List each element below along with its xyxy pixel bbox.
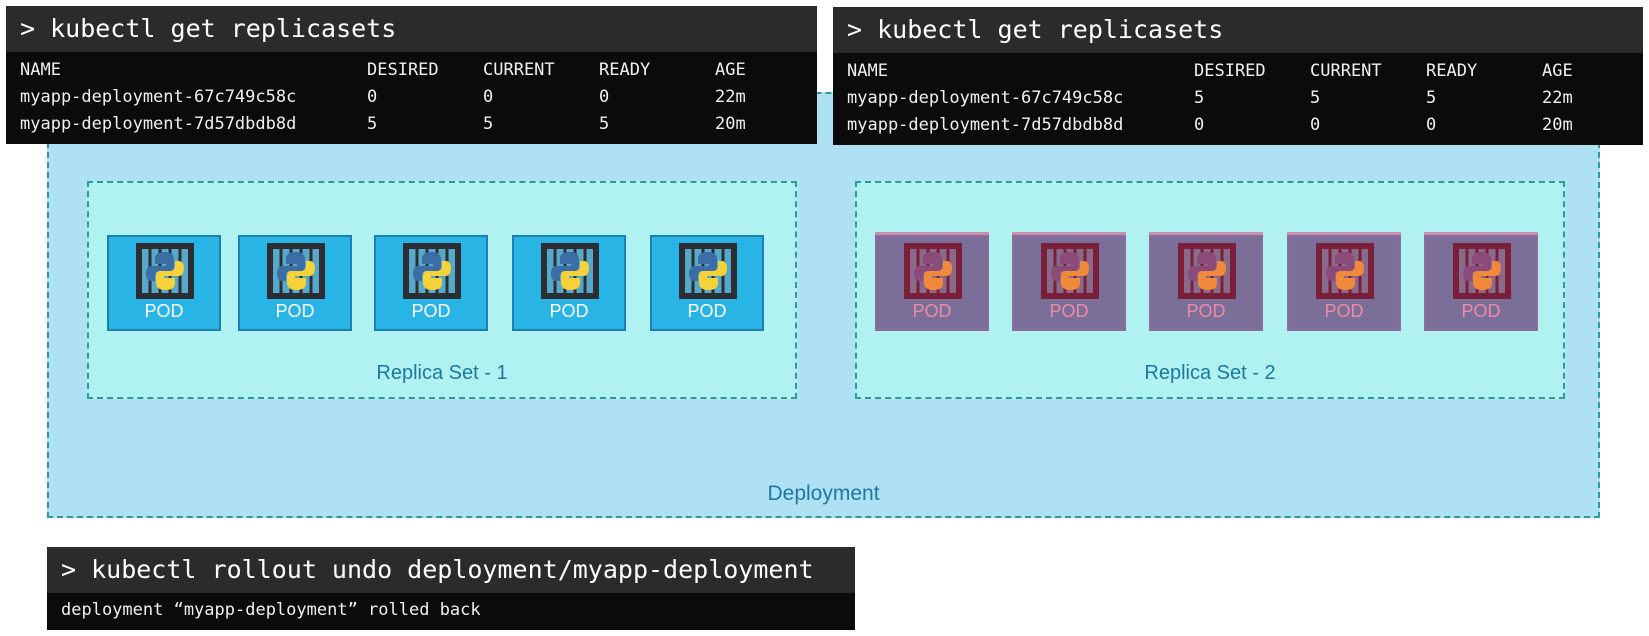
col-header-name: NAME xyxy=(847,61,888,81)
pod-label: POD xyxy=(144,301,184,321)
terminal-bottom: > kubectl rollout undo deployment/myapp-… xyxy=(47,547,855,630)
cell-desired: 0 xyxy=(1194,115,1205,135)
python-logo-icon xyxy=(136,243,194,299)
col-header-age: AGE xyxy=(715,60,746,80)
deployment-box: POD POD POD xyxy=(47,92,1600,518)
pod-rs1-5: POD xyxy=(650,235,764,331)
cell-name: myapp-deployment-7d57dbdb8d xyxy=(20,114,297,134)
table-row: myapp-deployment-67c749c58c 0 0 0 22m xyxy=(6,84,817,111)
python-logo-icon xyxy=(679,243,737,299)
col-header-ready: READY xyxy=(1426,61,1478,81)
table-header-row: NAME DESIRED CURRENT READY AGE xyxy=(833,58,1643,85)
col-header-name: NAME xyxy=(20,60,61,80)
python-logo-icon xyxy=(541,243,599,299)
pod-label: POD xyxy=(1324,301,1364,321)
cell-desired: 0 xyxy=(367,87,378,107)
terminal-command: > kubectl get replicasets xyxy=(833,7,1643,53)
terminal-output: deployment “myapp-deployment” rolled bac… xyxy=(61,600,481,620)
pod-label: POD xyxy=(1461,301,1501,321)
replica-set-1: POD POD POD xyxy=(87,181,797,399)
table-row: myapp-deployment-67c749c58c 5 5 5 22m xyxy=(833,85,1643,112)
pod-label: POD xyxy=(549,301,589,321)
terminal-right: > kubectl get replicasets NAME DESIRED C… xyxy=(833,7,1643,145)
cell-ready: 5 xyxy=(1426,88,1437,108)
terminal-command: > kubectl rollout undo deployment/myapp-… xyxy=(47,547,855,593)
cell-name: myapp-deployment-67c749c58c xyxy=(847,88,1124,108)
terminal-command: > kubectl get replicasets xyxy=(6,6,817,52)
cell-age: 20m xyxy=(715,114,746,134)
pod-rs2-4: POD xyxy=(1287,235,1401,331)
pod-label: POD xyxy=(411,301,451,321)
cell-ready: 0 xyxy=(1426,115,1437,135)
python-logo-icon xyxy=(1453,243,1511,299)
table-row: myapp-deployment-7d57dbdb8d 5 5 5 20m xyxy=(6,111,817,138)
col-header-desired: DESIRED xyxy=(1194,61,1266,81)
table-header-row: NAME DESIRED CURRENT READY AGE xyxy=(6,57,817,84)
cell-age: 22m xyxy=(715,87,746,107)
python-logo-icon xyxy=(904,243,962,299)
pod-label: POD xyxy=(912,301,952,321)
pod-rs1-3: POD xyxy=(374,235,488,331)
col-header-ready: READY xyxy=(599,60,651,80)
terminal-left: > kubectl get replicasets NAME DESIRED C… xyxy=(6,6,817,144)
pod-rs1-1: POD xyxy=(107,235,221,331)
replica-set-label: Replica Set - 1 xyxy=(376,362,508,384)
pod-rs1-4: POD xyxy=(512,235,626,331)
cell-current: 0 xyxy=(1310,115,1321,135)
pod-rs1-2: POD xyxy=(238,235,352,331)
cell-current: 0 xyxy=(483,87,494,107)
pod-label: POD xyxy=(1186,301,1226,321)
cell-current: 5 xyxy=(483,114,494,134)
cell-current: 5 xyxy=(1310,88,1321,108)
col-header-age: AGE xyxy=(1542,61,1573,81)
table-row: myapp-deployment-7d57dbdb8d 0 0 0 20m xyxy=(833,112,1643,139)
col-header-desired: DESIRED xyxy=(367,60,439,80)
pod-label: POD xyxy=(275,301,315,321)
cell-ready: 0 xyxy=(599,87,610,107)
col-header-current: CURRENT xyxy=(1310,61,1382,81)
pod-label: POD xyxy=(1049,301,1089,321)
deployment-label: Deployment xyxy=(767,482,880,505)
pod-rs2-1: POD xyxy=(875,235,989,331)
col-header-current: CURRENT xyxy=(483,60,555,80)
cell-ready: 5 xyxy=(599,114,610,134)
pod-rs2-5: POD xyxy=(1424,235,1538,331)
cell-name: myapp-deployment-67c749c58c xyxy=(20,87,297,107)
replica-set-2: POD POD POD xyxy=(855,181,1565,399)
cell-desired: 5 xyxy=(1194,88,1205,108)
python-logo-icon xyxy=(403,243,461,299)
cell-name: myapp-deployment-7d57dbdb8d xyxy=(847,115,1124,135)
pod-label: POD xyxy=(687,301,727,321)
pod-rs2-2: POD xyxy=(1012,235,1126,331)
python-logo-icon xyxy=(1316,243,1374,299)
pod-rs2-3: POD xyxy=(1149,235,1263,331)
python-logo-icon xyxy=(1041,243,1099,299)
python-logo-icon xyxy=(1178,243,1236,299)
cell-age: 20m xyxy=(1542,115,1573,135)
replica-set-label: Replica Set - 2 xyxy=(1144,362,1276,384)
python-logo-icon xyxy=(267,243,325,299)
cell-desired: 5 xyxy=(367,114,378,134)
cell-age: 22m xyxy=(1542,88,1573,108)
